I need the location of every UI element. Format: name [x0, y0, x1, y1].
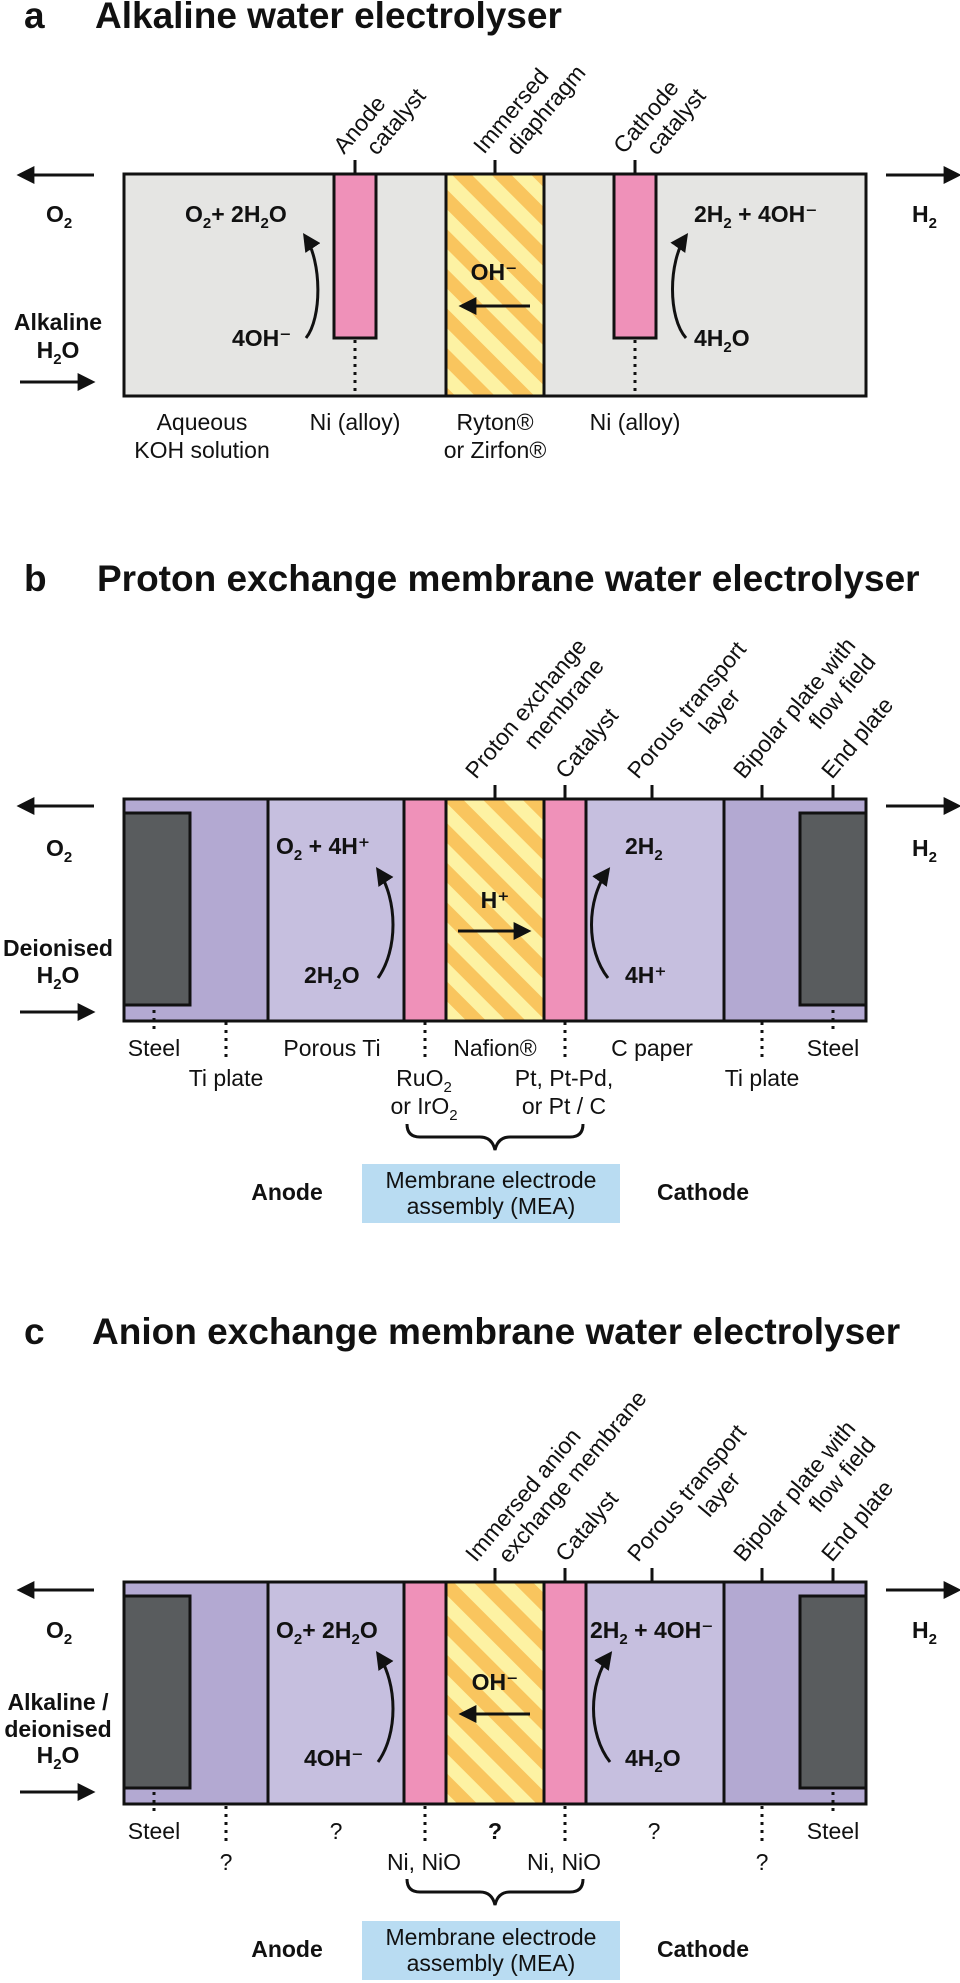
inlet-label-water: H2O [37, 1742, 80, 1773]
label-membrane-material: ? [488, 1818, 502, 1844]
anode-product: O2+ 2H2O [276, 1617, 378, 1648]
cathode-catalyst-layer [612, 172, 658, 340]
cathode-reaction-arrow [590, 867, 611, 979]
h2-outlet-label: H2 [912, 1617, 937, 1648]
cathode-reaction-arrow [592, 1651, 613, 1763]
label-membrane: Proton exchange membrane [460, 628, 616, 800]
anode-catalyst-layer [402, 1580, 448, 1806]
label-cathode-catalyst-1: Pt, Pt-Pd, [515, 1065, 613, 1091]
label-steel-left: Steel [128, 1818, 180, 1844]
o2-outlet-label: O2 [46, 835, 72, 866]
cathode-label: Cathode [657, 1936, 749, 1962]
proton-exchange-membrane [444, 797, 546, 1023]
anode-reactant: 4OH⁻ [232, 325, 291, 351]
cathode-product: 2H2 + 4OH⁻ [590, 1617, 713, 1648]
cathode-label: Cathode [657, 1179, 749, 1205]
anode-catalyst-layer [332, 172, 378, 340]
label-c-paper: C paper [611, 1035, 693, 1061]
ion-label: H⁺ [481, 887, 510, 913]
cathode-end-plate [798, 1594, 868, 1790]
label-diaphragm-material-2: or Zirfon® [444, 437, 547, 463]
ion-label: OH⁻ [471, 259, 518, 285]
panel-a: a Alkaline water electrolyser Anode cata… [14, 0, 960, 463]
deionised-inlet-water: H2O [37, 962, 80, 993]
mea-box [362, 1164, 620, 1223]
label-plate-left: ? [220, 1849, 233, 1875]
anode-product: O2+ 2H2O [185, 201, 287, 232]
mea-label-1: Membrane electrode [386, 1924, 597, 1950]
cathode-catalyst-layer [542, 797, 588, 1023]
panel-b: b Proton exchange membrane water electro… [3, 558, 960, 1223]
panel-c-title: Anion exchange membrane water electrolys… [92, 1311, 900, 1352]
mea-box [362, 1921, 620, 1980]
label-cathode-catalyst-2: or Pt / C [522, 1093, 606, 1119]
label-solution-1: Aqueous [157, 409, 248, 435]
label-nafion: Nafion® [453, 1035, 536, 1061]
cathode-reactant: 4H2O [694, 325, 750, 356]
panel-c: c Anion exchange membrane water electrol… [4, 1311, 960, 1980]
anode-reaction-arrow [376, 867, 395, 979]
alkaline-inlet-water: H2O [37, 337, 80, 368]
panel-c-letter: c [24, 1311, 45, 1352]
label-cathode-catalyst: Cathode catalyst [608, 66, 711, 175]
anode-end-plate [122, 811, 192, 1007]
label-steel-right: Steel [807, 1818, 859, 1844]
cathode-reactant: 4H⁺ [625, 962, 667, 988]
anode-reactant: 2H2O [304, 962, 360, 993]
panel-b-title: Proton exchange membrane water electroly… [97, 558, 920, 599]
anode-end-plate [122, 1594, 192, 1790]
anode-product: O2 + 4H⁺ [276, 833, 370, 864]
anode-label: Anode [251, 1179, 323, 1205]
anode-label: Anode [251, 1936, 323, 1962]
anode-catalyst-layer [402, 797, 448, 1023]
cathode-reactant: 4H2O [625, 1745, 681, 1776]
label-anode-catalyst: Ni, NiO [387, 1849, 461, 1875]
label-ptl-right: ? [648, 1818, 661, 1844]
anode-reaction-arrow [376, 1651, 395, 1763]
alkaline-inlet-label: Alkaline [14, 309, 102, 335]
label-steel-right: Steel [807, 1035, 859, 1061]
panel-a-title: Alkaline water electrolyser [95, 0, 562, 36]
label-anode-catalyst-1: RuO2 [396, 1065, 452, 1096]
mea-brace [405, 1878, 585, 1906]
panel-a-letter: a [24, 0, 45, 36]
mea-label-2: assembly (MEA) [407, 1193, 576, 1219]
diaphragm-layer [444, 172, 546, 398]
ion-label: OH⁻ [472, 1669, 519, 1695]
anode-reactant: 4OH⁻ [304, 1745, 363, 1771]
cathode-reaction-arrow [670, 233, 689, 340]
label-diaphragm-material-1: Ryton® [456, 409, 533, 435]
o2-outlet-label: O2 [46, 201, 72, 232]
label-plate-right: ? [756, 1849, 769, 1875]
label-cathode-catalyst: Ni, NiO [527, 1849, 601, 1875]
mea-label-2: assembly (MEA) [407, 1950, 576, 1976]
h2-outlet-label: H2 [912, 201, 937, 232]
label-ptl-left: ? [330, 1818, 343, 1844]
cathode-product: 2H2 + 4OH⁻ [694, 201, 817, 232]
label-ti-plate-left: Ti plate [189, 1065, 264, 1091]
panel-b-letter: b [24, 558, 47, 599]
o2-outlet-label: O2 [46, 1617, 72, 1648]
cathode-catalyst-layer [542, 1580, 588, 1806]
label-solution-2: KOH solution [134, 437, 270, 463]
mea-label-1: Membrane electrode [386, 1167, 597, 1193]
label-anode-catalyst: Anode catalyst [328, 66, 431, 175]
label-diaphragm: Immersed diaphragm [468, 43, 591, 175]
label-steel-left: Steel [128, 1035, 180, 1061]
anode-reaction-arrow [303, 232, 321, 339]
mea-brace [405, 1123, 585, 1151]
h2-outlet-label: H2 [912, 835, 937, 866]
label-anode-material: Ni (alloy) [310, 409, 401, 435]
label-cathode-material: Ni (alloy) [590, 409, 681, 435]
inlet-label-2: deionised [4, 1716, 111, 1742]
cathode-end-plate [798, 811, 868, 1007]
label-anode-catalyst-2: or IrO2 [390, 1093, 457, 1124]
deionised-inlet-label: Deionised [3, 935, 113, 961]
label-porous-ti: Porous Ti [283, 1035, 380, 1061]
inlet-label-1: Alkaline / [8, 1689, 110, 1715]
anion-exchange-membrane [444, 1580, 546, 1806]
label-ti-plate-right: Ti plate [725, 1065, 800, 1091]
